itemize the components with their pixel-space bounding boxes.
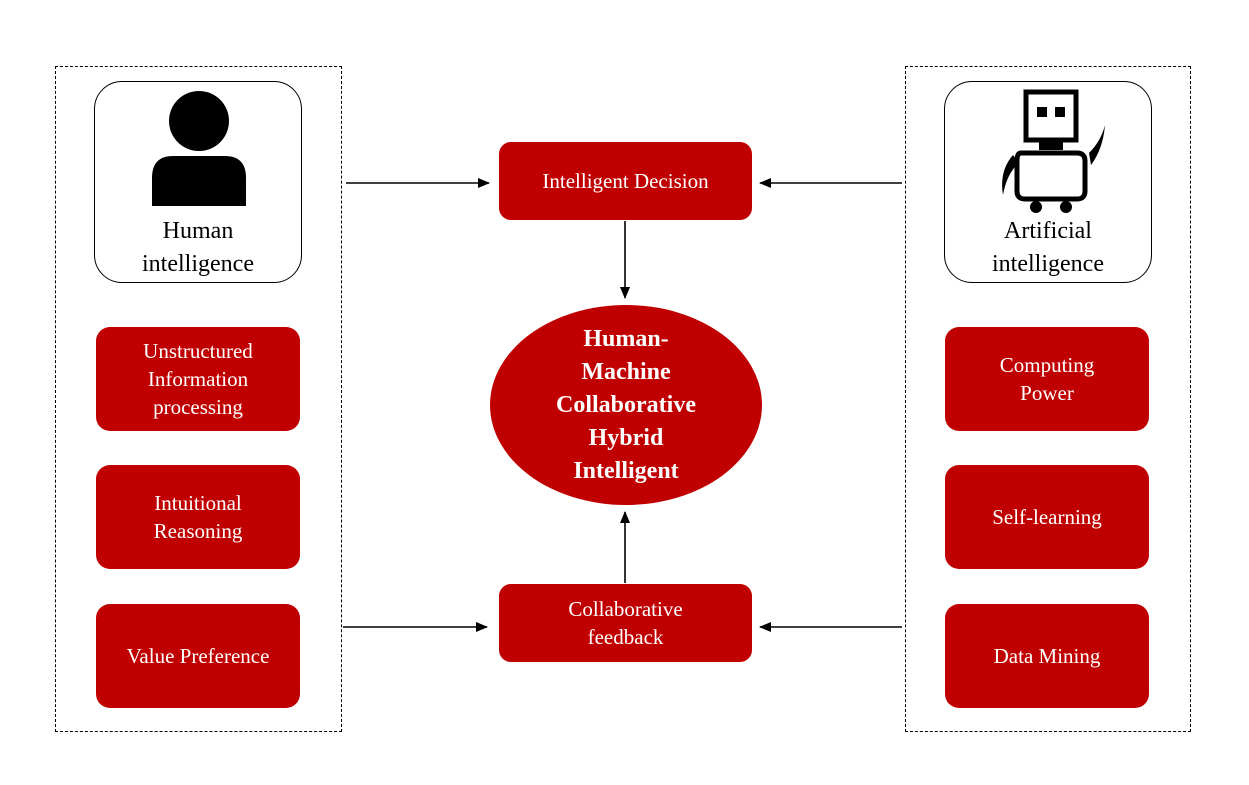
human-intelligence-title: Human intelligence: [142, 218, 254, 277]
collaborative-feedback-box: Collaborative feedback: [499, 584, 752, 662]
unstructured-information-processing-box: Unstructured Information processing: [96, 327, 300, 431]
artificial-intelligence-title: Artificial intelligence: [992, 218, 1104, 277]
artificial-intelligence-panel: [905, 66, 1191, 732]
person-icon: [152, 91, 246, 206]
human-intelligence-panel: [55, 66, 342, 732]
intelligent-decision-box: Intelligent Decision: [499, 142, 752, 220]
robot-icon: [1002, 89, 1105, 213]
intuitional-reasoning-box: Intuitional Reasoning: [96, 465, 300, 569]
value-preference-box: Value Preference: [96, 604, 300, 708]
computing-power-box: Computing Power: [945, 327, 1149, 431]
human-intelligence-card: Human intelligence: [94, 81, 302, 283]
self-learning-box: Self-learning: [945, 465, 1149, 569]
data-mining-box: Data Mining: [945, 604, 1149, 708]
artificial-intelligence-card: Artificial intelligence: [944, 81, 1152, 283]
hybrid-intelligence-core: Human- Machine Collaborative Hybrid Inte…: [490, 305, 762, 505]
